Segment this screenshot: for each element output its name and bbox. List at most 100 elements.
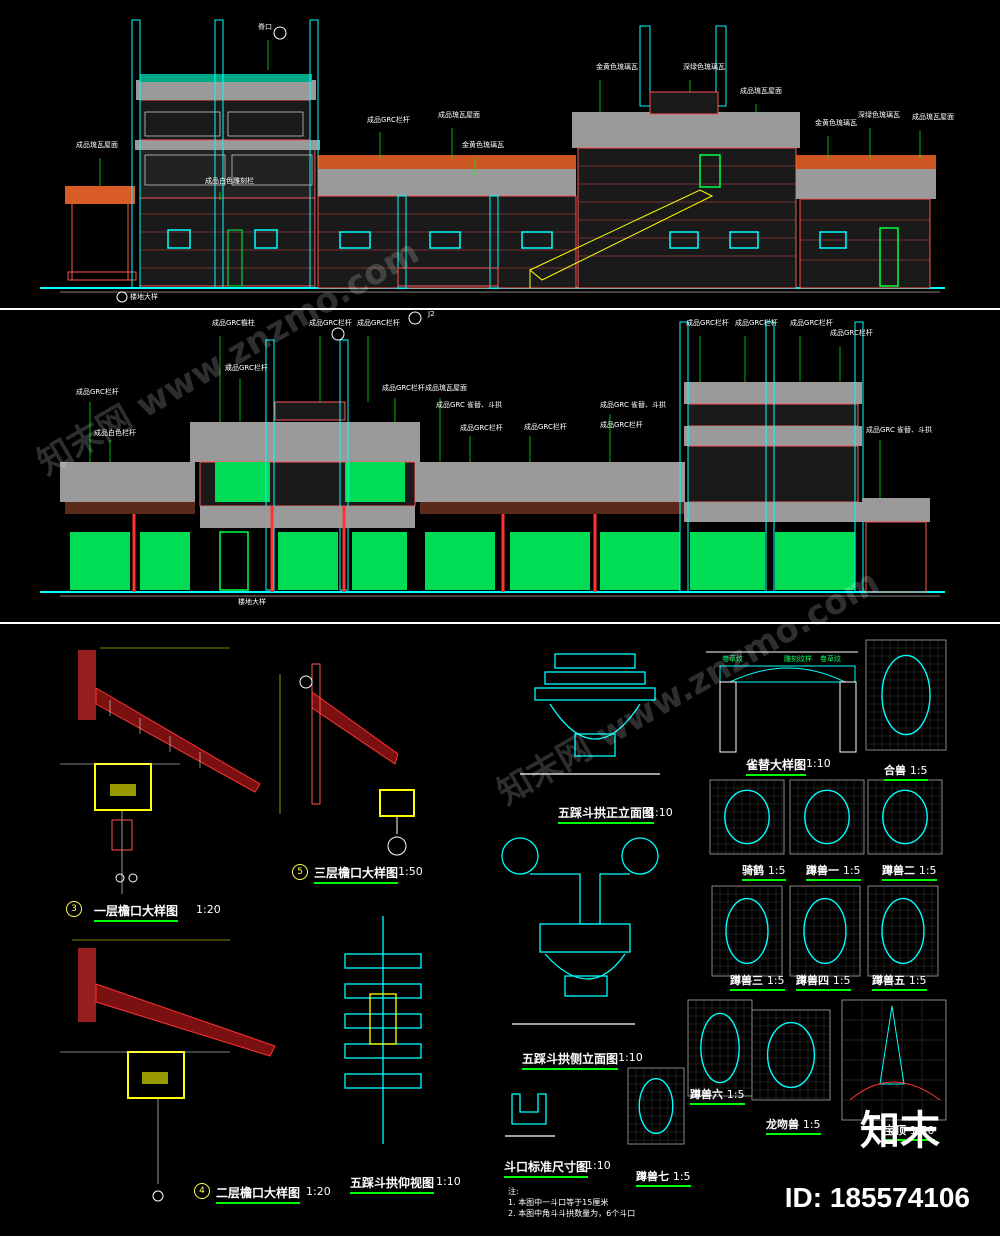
eave-detail-1 xyxy=(60,647,261,894)
eave3-scale: 1:50 xyxy=(398,865,423,878)
beast-grid-cell xyxy=(867,779,943,855)
beast-title: 蹲兽五 1:5 xyxy=(872,972,927,991)
eave3-title: 三层檐口大样图 xyxy=(314,864,399,884)
elevation-2-callout: 成品白色栏杆 xyxy=(94,429,136,437)
beast-grid-cell xyxy=(709,779,785,855)
dougong-plan-title: 五踩斗拱仰视图 xyxy=(350,1174,435,1194)
beast-grid-cell xyxy=(789,779,865,855)
elevation-1-right-annex xyxy=(796,155,936,289)
dougong-side xyxy=(501,837,659,1025)
beast-title: 蹲兽二 1:5 xyxy=(882,862,937,881)
dougong-front-scale: 1:10 xyxy=(648,806,673,819)
beast-title: 宝顶 1:50 xyxy=(884,1122,935,1141)
pagoda-grid xyxy=(841,999,947,1121)
arch-scale: 1:10 xyxy=(806,757,831,770)
dougong-side-scale: 1:10 xyxy=(618,1051,643,1064)
beast-grid-cell xyxy=(751,1009,831,1101)
dougong-front-title: 五踩斗拱正立面图 xyxy=(558,804,655,824)
notes-title: 注: xyxy=(508,1187,519,1196)
arch-note-3: 卷草纹 xyxy=(820,655,841,663)
arch-note-2: 雕刻纹样 xyxy=(784,655,812,663)
elevation-2-callout: 成品GRC栏杆 xyxy=(382,384,425,392)
elevation-2-center-block xyxy=(190,339,420,592)
elevation-1-callout: 成品琉瓦屋面 xyxy=(438,111,480,119)
elevation-1-drawing xyxy=(40,19,945,303)
beast-title: 龙吻兽 1:5 xyxy=(766,1116,821,1135)
elevation-2-callout: 成品GRC栏杆 xyxy=(524,423,567,431)
elevation-2-marker-label: J2 xyxy=(428,310,435,318)
eave2-scale: 1:20 xyxy=(306,1185,331,1198)
elevation-2-drawing xyxy=(40,311,945,597)
elevation-1-left-tower xyxy=(131,19,320,289)
beast-title: 合兽 1:5 xyxy=(884,762,928,781)
elevation-2-leaders xyxy=(89,336,881,498)
eave1-scale: 1:20 xyxy=(196,903,221,916)
eave1-number: 3 xyxy=(66,901,82,917)
dougong-plan xyxy=(344,916,422,1144)
section-divider-1 xyxy=(0,308,1000,310)
elevation-2-callout: 成品GRC 雀替、斗拱 xyxy=(436,401,503,409)
beast-grid-cell xyxy=(711,885,783,977)
arch-note-1: 卷草纹 xyxy=(722,655,743,663)
beast-grids xyxy=(627,639,947,1145)
elevation-1-ground-label: 楼地大样 xyxy=(130,293,158,301)
eave3-number: 5 xyxy=(292,864,308,880)
elevation-2-callout: 成品GRC栏杆 xyxy=(600,421,643,429)
elevation-1-callout: 成品白色雕刻栏 xyxy=(205,177,254,185)
elevation-2-callout: 成品GRC 雀替、斗拱 xyxy=(866,426,933,434)
eave2-title: 二层檐口大样图 xyxy=(216,1184,301,1204)
note-2: 2. 本图中角斗斗拱数量为，6个斗口 xyxy=(508,1209,636,1218)
eave2-number: 4 xyxy=(194,1183,210,1199)
elevation-2-middle-wing xyxy=(415,462,685,592)
elevation-1-leaders xyxy=(99,40,921,200)
elevation-1-left-annex xyxy=(65,186,137,281)
beast-grid-cell xyxy=(789,885,861,977)
elevation-1-middle-hall xyxy=(317,155,577,289)
beast-title: 蹲兽四 1:5 xyxy=(796,972,851,991)
elevation-2-right-tower xyxy=(679,321,930,593)
dougong-front xyxy=(520,653,660,775)
beast-title: 蹲兽七 1:5 xyxy=(636,1168,691,1187)
beast-grid-cell xyxy=(865,639,947,751)
elevation-1-callout: 脊口 xyxy=(258,23,272,31)
elevation-1-ground-line xyxy=(40,287,945,293)
elevation-2-ground-label: 楼地大样 xyxy=(238,598,266,606)
elevation-2-callout: 成品GRC栏杆 xyxy=(225,364,268,372)
elevation-2-callout: 成品GRC栏杆 xyxy=(790,319,833,327)
elevation-2-callout: 成品琉瓦屋面 xyxy=(425,384,467,392)
beast-title: 骑鹤 1:5 xyxy=(742,862,786,881)
elevation-2-callout: 成品GRC栏杆 xyxy=(357,319,400,327)
dougong-side-title: 五踩斗拱侧立面图 xyxy=(522,1050,619,1070)
arch-detail xyxy=(706,651,858,753)
elevation-2-callout: 成品GRC栏杆 xyxy=(460,424,503,432)
elevation-2-ground-line xyxy=(40,591,945,597)
elevation-2-left-wing xyxy=(60,462,195,592)
beast-grid-cell xyxy=(867,885,939,977)
elevation-1-callout: 深绿色琉璃瓦 xyxy=(858,111,900,119)
elevation-1-callout: 成品GRC栏杆 xyxy=(367,116,410,124)
doukou-scale: 1:10 xyxy=(586,1159,611,1172)
beast-title: 蹲兽三 1:5 xyxy=(730,972,785,991)
note-1: 1. 本图中一斗口等于15厘米 xyxy=(508,1198,609,1207)
watermark-brand: 知末 xyxy=(860,1108,940,1154)
elevation-2-callout: 成品GRC檐柱 xyxy=(212,319,255,327)
doukou-title: 斗口标准尺寸图 xyxy=(504,1158,589,1178)
elevation-2-callout: 成品GRC 雀替、斗拱 xyxy=(600,401,667,409)
arch-title: 雀替大样图 xyxy=(746,756,807,776)
doukou-size xyxy=(505,1093,555,1137)
dougong-plan-scale: 1:10 xyxy=(436,1175,461,1188)
elevation-2-callout: 成品GRC栏杆 xyxy=(830,329,873,337)
eave-detail-2 xyxy=(60,939,276,1202)
elevation-1-callout: 金黄色琉璃瓦 xyxy=(815,119,857,127)
elevation-2-callout: 成品GRC栏杆 xyxy=(735,319,778,327)
watermark-id: ID: 185574106 xyxy=(784,1182,970,1213)
elevation-1-callout: 金黄色琉璃瓦 xyxy=(596,63,638,71)
details-drawing xyxy=(60,639,947,1202)
beast-grid-cell xyxy=(627,1067,685,1145)
elevation-1-callout: 成品琉瓦屋面 xyxy=(912,113,954,121)
drawing-notes: 注: 1. 本图中一斗口等于15厘米 2. 本图中角斗斗拱数量为，6个斗口 xyxy=(508,1186,635,1219)
elevation-1-callout: 成品琉瓦屋面 xyxy=(76,141,118,149)
elevation-1-callout: 深绿色琉璃瓦 xyxy=(683,63,725,71)
elevation-2-callout: 成品GRC栏杆 xyxy=(309,319,352,327)
